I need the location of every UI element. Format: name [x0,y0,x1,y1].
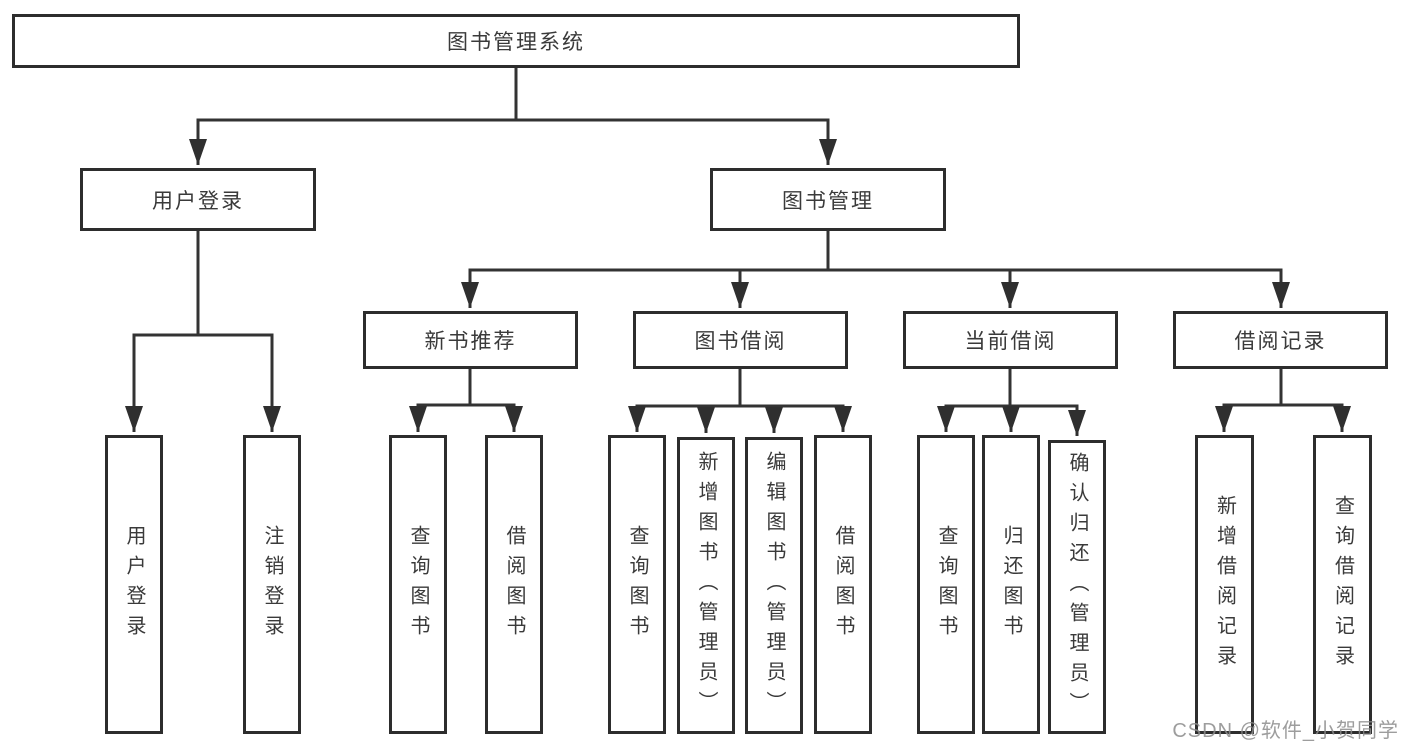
leaf-query-borrow-record: 查询借阅记录 [1313,435,1372,734]
leaf-logout: 注销登录 [243,435,301,734]
watermark-text: CSDN @软件_小贺同学 [1172,720,1399,742]
node-current-borrow: 当前借阅 [903,311,1118,369]
leaf-add-books-admin: 新增图书（管理员） [677,437,735,734]
leaf-return-books: 归还图书 [982,435,1040,734]
leaf-borrow-books-1: 借阅图书 [485,435,543,734]
node-borrow-record: 借阅记录 [1173,311,1388,369]
leaf-query-books-3: 查询图书 [917,435,975,734]
leaf-borrow-books-2: 借阅图书 [814,435,872,734]
leaf-add-borrow-record: 新增借阅记录 [1195,435,1254,734]
node-book-management: 图书管理 [710,168,946,231]
leaf-user-login: 用户登录 [105,435,163,734]
leaf-query-books-1: 查询图书 [389,435,447,734]
node-book-borrow: 图书借阅 [633,311,848,369]
leaf-edit-books-admin: 编辑图书（管理员） [745,437,803,734]
node-new-book-recommend: 新书推荐 [363,311,578,369]
leaf-confirm-return-admin: 确认归还（管理员） [1048,440,1106,734]
root-node-library-system: 图书管理系统 [12,14,1020,68]
node-user-login: 用户登录 [80,168,316,231]
leaf-query-books-2: 查询图书 [608,435,666,734]
